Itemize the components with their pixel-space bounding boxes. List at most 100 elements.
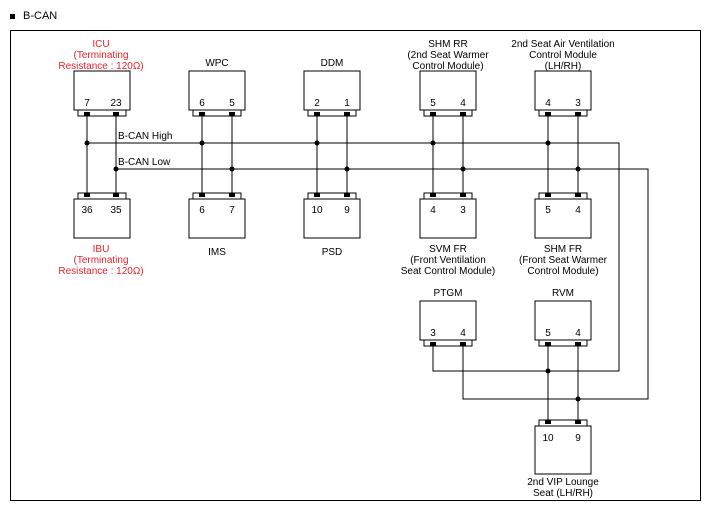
pin-marker (460, 112, 466, 116)
junction-dot (545, 140, 551, 146)
pin-number: 4 (545, 98, 551, 109)
module-psd: 10 9 PSD (303, 192, 361, 258)
module-2nd-seat-air-ventilation: 2nd Seat Air Ventilation Control Module … (511, 39, 615, 117)
pin-number: 2 (314, 98, 320, 109)
pin-number: 9 (344, 205, 350, 216)
shm-fr-desc-line1: (Front Seat Warmer (519, 255, 608, 266)
pin-marker (545, 342, 551, 346)
pin-number: 6 (199, 98, 205, 109)
pin-marker (113, 193, 119, 197)
b-can-high-wire (86, 116, 620, 420)
module-box (419, 198, 477, 239)
pin-marker (575, 420, 581, 424)
pin-marker (84, 193, 90, 197)
module-box (534, 198, 592, 239)
icu-note-line2: Resistance : 120Ω) (58, 61, 143, 72)
module-box (303, 198, 361, 239)
shm-rr-desc-line2: Control Module) (412, 61, 483, 72)
junction-dot (575, 396, 581, 402)
connector-bar (423, 339, 473, 347)
connector-bar (192, 109, 242, 117)
module-ptgm: PTGM 3 4 (419, 288, 477, 347)
pin-marker (430, 112, 436, 116)
pin-number: 10 (311, 205, 323, 216)
junction-dot (314, 140, 320, 146)
ddm-name: DDM (321, 58, 344, 69)
shm-fr-name: SHM FR (544, 244, 582, 255)
module-box (303, 70, 361, 111)
rvm-name: RVM (552, 288, 574, 299)
ptgm-name: PTGM (434, 288, 463, 299)
pin-marker (545, 420, 551, 424)
pin-number: 10 (542, 433, 554, 444)
module-box (73, 70, 131, 111)
module-box (534, 300, 592, 341)
module-shm-rr: SHM RR (2nd Seat Warmer Control Module) … (407, 39, 489, 117)
pin-marker (575, 342, 581, 346)
module-wpc: WPC 6 5 (188, 58, 246, 117)
connector-bar (538, 109, 588, 117)
module-ddm: DDM 2 1 (303, 58, 361, 117)
ims-name: IMS (208, 247, 226, 258)
pin-number: 5 (229, 98, 235, 109)
pin-number: 6 (199, 205, 205, 216)
square-bullet-icon (10, 13, 15, 19)
pin-number: 5 (545, 328, 551, 339)
shm-fr-desc-line2: Control Module) (527, 266, 598, 277)
pin-marker (344, 112, 350, 116)
vip-lounge-desc-line1: Seat (LH/RH) (533, 488, 593, 499)
pin-marker (460, 193, 466, 197)
module-box (188, 198, 246, 239)
pin-number: 7 (84, 98, 90, 109)
module-box (419, 300, 477, 341)
pin-number: 5 (430, 98, 436, 109)
shm-rr-desc-line1: (2nd Seat Warmer (407, 50, 489, 61)
b-can-low-label: B-CAN Low (118, 157, 171, 168)
section-header: B-CAN (10, 10, 57, 22)
pin-number: 4 (575, 328, 581, 339)
vent-2nd-desc-line1: Control Module (529, 50, 597, 61)
junction-dot (460, 166, 466, 172)
wpc-name: WPC (205, 58, 228, 69)
module-ims: 6 7 IMS (188, 192, 246, 258)
module-box (534, 425, 592, 475)
pin-marker (314, 112, 320, 116)
b-can-low-wire (115, 116, 649, 420)
pin-number: 4 (430, 205, 436, 216)
pin-marker (229, 193, 235, 197)
module-rvm: RVM 5 4 (534, 288, 592, 347)
junction-dot (113, 166, 119, 172)
module-ibu: 36 35 IBU (Terminating Resistance : 120Ω… (58, 192, 144, 277)
ibu-note-line1: (Terminating (73, 255, 128, 266)
pin-marker (344, 193, 350, 197)
svm-fr-desc-line2: Seat Control Module) (401, 266, 496, 277)
psd-name: PSD (322, 247, 343, 258)
ibu-name: IBU (93, 244, 110, 255)
junction-dots (84, 140, 581, 402)
module-svm-fr: 4 3 SVM FR (Front Ventilation Seat Contr… (401, 192, 496, 277)
vip-lounge-name: 2nd VIP Lounge (527, 477, 599, 488)
junction-dot (430, 140, 436, 146)
junction-dot (575, 166, 581, 172)
pin-number: 3 (430, 328, 436, 339)
module-box (419, 70, 477, 111)
junction-dot (344, 166, 350, 172)
pin-number: 3 (575, 98, 581, 109)
icu-name: ICU (92, 39, 109, 50)
pin-marker (229, 112, 235, 116)
pin-marker (430, 193, 436, 197)
ibu-note-line2: Resistance : 120Ω) (58, 266, 143, 277)
module-2nd-vip-lounge-seat: 10 9 2nd VIP Lounge Seat (LH/RH) (527, 419, 599, 499)
pin-number: 35 (110, 205, 122, 216)
module-box (534, 70, 592, 111)
junction-dot (229, 166, 235, 172)
section-title: B-CAN (23, 10, 58, 22)
module-icu: ICU (Terminating Resistance : 120Ω) 7 23 (58, 39, 144, 117)
pin-marker (545, 112, 551, 116)
pin-marker (575, 193, 581, 197)
connector-bar (423, 109, 473, 117)
pin-number: 23 (110, 98, 122, 109)
connector-bar (538, 339, 588, 347)
connector-bar (77, 109, 127, 117)
